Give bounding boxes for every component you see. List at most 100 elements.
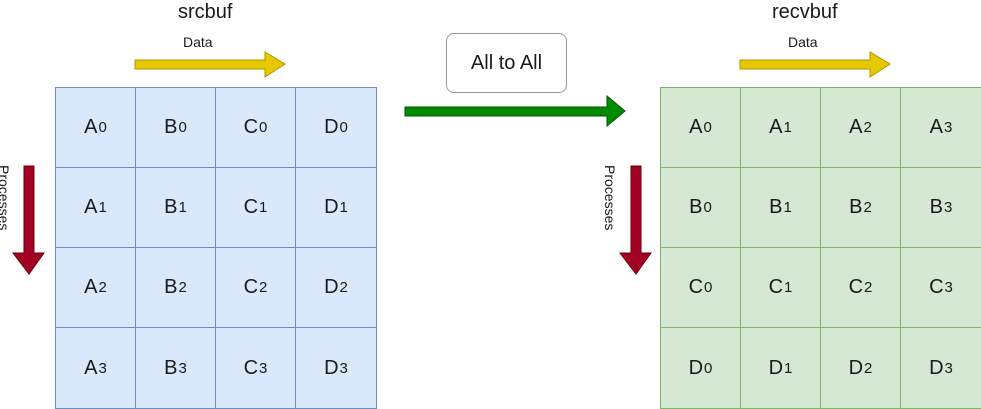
cell-subscript: 3 bbox=[944, 359, 953, 377]
cell-letter: A bbox=[689, 116, 703, 138]
cell-subscript: 0 bbox=[178, 119, 187, 136]
cell-letter: A bbox=[769, 116, 783, 138]
cell-letter: B bbox=[164, 196, 178, 218]
cell-letter: B bbox=[769, 196, 783, 218]
cell-subscript: 0 bbox=[259, 119, 268, 136]
cell-subscript: 0 bbox=[704, 359, 713, 377]
cell-subscript: 0 bbox=[98, 119, 107, 136]
cell-letter: D bbox=[848, 356, 864, 379]
cell-letter: A bbox=[84, 116, 98, 138]
cell-letter: B bbox=[164, 116, 178, 138]
cell-letter: A bbox=[84, 356, 98, 379]
cell-subscript: 1 bbox=[783, 199, 792, 216]
cell-subscript: 2 bbox=[339, 279, 348, 296]
cell-letter: D bbox=[324, 276, 339, 298]
cell-letter: D bbox=[324, 116, 339, 138]
right-data-arrow bbox=[739, 51, 891, 78]
cell-subscript: 2 bbox=[864, 279, 873, 296]
all-to-all-label: All to All bbox=[470, 51, 543, 74]
cell-subscript: 1 bbox=[783, 119, 792, 136]
cell-subscript: 3 bbox=[178, 359, 187, 377]
srcbuf-title: srcbuf bbox=[178, 1, 233, 23]
cell-subscript: 1 bbox=[339, 199, 348, 216]
cell-letter: A bbox=[849, 116, 863, 138]
cell-subscript: 3 bbox=[98, 359, 107, 377]
cell-letter: C bbox=[688, 276, 704, 298]
cell-subscript: 2 bbox=[98, 279, 107, 296]
right-process-arrow bbox=[618, 165, 652, 275]
cell-subscript: 2 bbox=[863, 199, 872, 216]
cell-subscript: 2 bbox=[259, 279, 268, 296]
cell-subscript: 3 bbox=[339, 359, 348, 377]
cell-subscript: 2 bbox=[864, 359, 873, 377]
right-processes-label: Processes bbox=[602, 165, 618, 231]
cell-letter: A bbox=[84, 276, 98, 298]
left-processes-label: Processes bbox=[0, 165, 12, 231]
cell-letter: C bbox=[243, 196, 259, 218]
all-to-all-box: All to All bbox=[446, 33, 567, 93]
cell-subscript: 2 bbox=[863, 119, 872, 136]
cell-letter: A bbox=[929, 116, 943, 138]
cell-letter: C bbox=[243, 276, 259, 298]
cell-subscript: 0 bbox=[339, 119, 348, 136]
cell-letter: C bbox=[929, 276, 944, 298]
cell-subscript: 2 bbox=[178, 279, 187, 296]
cell-letter: D bbox=[768, 356, 784, 379]
cell-subscript: 3 bbox=[944, 199, 953, 216]
cell-subscript: 3 bbox=[944, 119, 953, 136]
cell-subscript: 0 bbox=[703, 119, 712, 136]
recvbuf-title: recvbuf bbox=[772, 1, 838, 23]
cell-letter: A bbox=[84, 196, 98, 218]
left-process-arrow bbox=[11, 165, 45, 275]
cell-subscript: 1 bbox=[98, 199, 107, 216]
cell-subscript: 1 bbox=[178, 199, 187, 216]
right-data-label: Data bbox=[788, 34, 818, 50]
cell-subscript: 1 bbox=[784, 359, 793, 377]
cell-letter: B bbox=[689, 196, 703, 218]
cell-subscript: 3 bbox=[944, 279, 953, 296]
cell-letter: D bbox=[929, 356, 944, 379]
cell-letter: B bbox=[164, 276, 178, 298]
cell-subscript: 3 bbox=[259, 359, 268, 377]
cell-subscript: 1 bbox=[784, 279, 793, 296]
cell-letter: C bbox=[848, 276, 864, 298]
cell-letter: C bbox=[243, 116, 259, 138]
cell-letter: D bbox=[324, 196, 339, 218]
cell-letter: C bbox=[768, 276, 784, 298]
all-to-all-arrow bbox=[404, 94, 626, 128]
cell-letter: B bbox=[164, 356, 178, 379]
cell-letter: B bbox=[849, 196, 863, 218]
cell-letter: D bbox=[324, 356, 339, 379]
